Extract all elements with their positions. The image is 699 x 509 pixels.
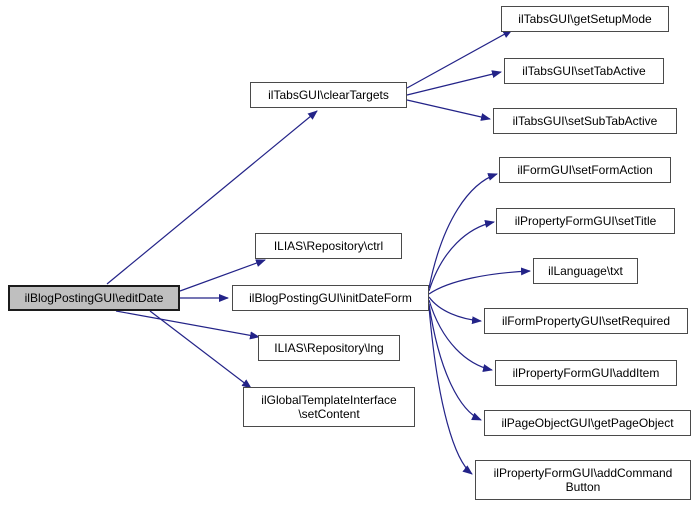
graph-node-setContent[interactable]: ilGlobalTemplateInterface\setContent bbox=[243, 387, 415, 427]
graph-node-label: ilPageObjectGUI\getPageObject bbox=[501, 416, 674, 430]
graph-node-getPageObject[interactable]: ilPageObjectGUI\getPageObject bbox=[484, 410, 691, 436]
graph-node-label: \setContent bbox=[298, 407, 360, 421]
graph-node-label: ilFormPropertyGUI\setRequired bbox=[501, 314, 671, 328]
call-edge-initDateForm-to-txt bbox=[428, 267, 531, 295]
graph-node-label: ilFormGUI\setFormAction bbox=[517, 163, 653, 177]
call-edge-clearTargets-to-setTabActive bbox=[406, 70, 502, 96]
graph-node-label: ilBlogPostingGUI\initDateForm bbox=[249, 291, 412, 305]
graph-node-clearTargets[interactable]: ilTabsGUI\clearTargets bbox=[250, 82, 407, 108]
call-edge-initDateForm-to-setRequired bbox=[428, 296, 482, 325]
graph-node-label: Button bbox=[565, 480, 601, 494]
graph-node-txt[interactable]: ilLanguage\txt bbox=[533, 258, 638, 284]
call-edge-editDate-to-ctrl bbox=[179, 259, 266, 292]
graph-node-label: ilTabsGUI\setTabActive bbox=[522, 64, 646, 78]
graph-node-setRequired[interactable]: ilFormPropertyGUI\setRequired bbox=[484, 308, 688, 334]
graph-node-label: ILIAS\Repository\lng bbox=[274, 341, 384, 355]
call-edge-clearTargets-to-getSetupMode bbox=[406, 29, 513, 89]
call-edge-editDate-to-lng bbox=[115, 310, 260, 340]
call-edge-initDateForm-to-addCommandButton bbox=[428, 306, 473, 475]
graph-node-editDate: ilBlogPostingGUI\editDate bbox=[8, 285, 180, 311]
graph-node-setSubTabActive[interactable]: ilTabsGUI\setSubTabActive bbox=[493, 108, 677, 134]
call-edge-initDateForm-to-setFormAction bbox=[428, 173, 498, 289]
call-edge-initDateForm-to-addItem bbox=[428, 299, 493, 372]
call-edge-editDate-to-setContent bbox=[149, 310, 252, 389]
graph-node-setTitle[interactable]: ilPropertyFormGUI\setTitle bbox=[496, 208, 675, 234]
graph-node-label: ilBlogPostingGUI\editDate bbox=[24, 291, 164, 305]
graph-node-addItem[interactable]: ilPropertyFormGUI\addItem bbox=[495, 360, 677, 386]
graph-node-label: ilLanguage\txt bbox=[548, 264, 623, 278]
graph-node-label: ilTabsGUI\clearTargets bbox=[268, 88, 389, 102]
graph-node-initDateForm[interactable]: ilBlogPostingGUI\initDateForm bbox=[232, 285, 429, 311]
graph-node-label: ilGlobalTemplateInterface bbox=[261, 393, 397, 407]
graph-node-setTabActive[interactable]: ilTabsGUI\setTabActive bbox=[504, 58, 664, 84]
graph-node-setFormAction[interactable]: ilFormGUI\setFormAction bbox=[499, 157, 671, 183]
graph-node-ctrl[interactable]: ILIAS\Repository\ctrl bbox=[255, 233, 402, 259]
graph-node-label: ilTabsGUI\getSetupMode bbox=[518, 12, 652, 26]
call-edge-clearTargets-to-setSubTabActive bbox=[406, 99, 491, 121]
call-edge-initDateForm-to-setTitle bbox=[428, 219, 495, 292]
graph-node-label: ilTabsGUI\setSubTabActive bbox=[512, 114, 658, 128]
graph-node-label: ilPropertyFormGUI\addItem bbox=[512, 366, 660, 380]
call-edge-editDate-to-clearTargets bbox=[106, 110, 318, 285]
graph-node-label: ILIAS\Repository\ctrl bbox=[273, 239, 384, 253]
call-edge-initDateForm-to-getPageObject bbox=[428, 303, 482, 421]
graph-node-label: ilPropertyFormGUI\setTitle bbox=[514, 214, 657, 228]
graph-node-getSetupMode[interactable]: ilTabsGUI\getSetupMode bbox=[501, 6, 669, 32]
graph-node-lng[interactable]: ILIAS\Repository\lng bbox=[258, 335, 400, 361]
graph-node-label: ilPropertyFormGUI\addCommand bbox=[493, 466, 673, 480]
